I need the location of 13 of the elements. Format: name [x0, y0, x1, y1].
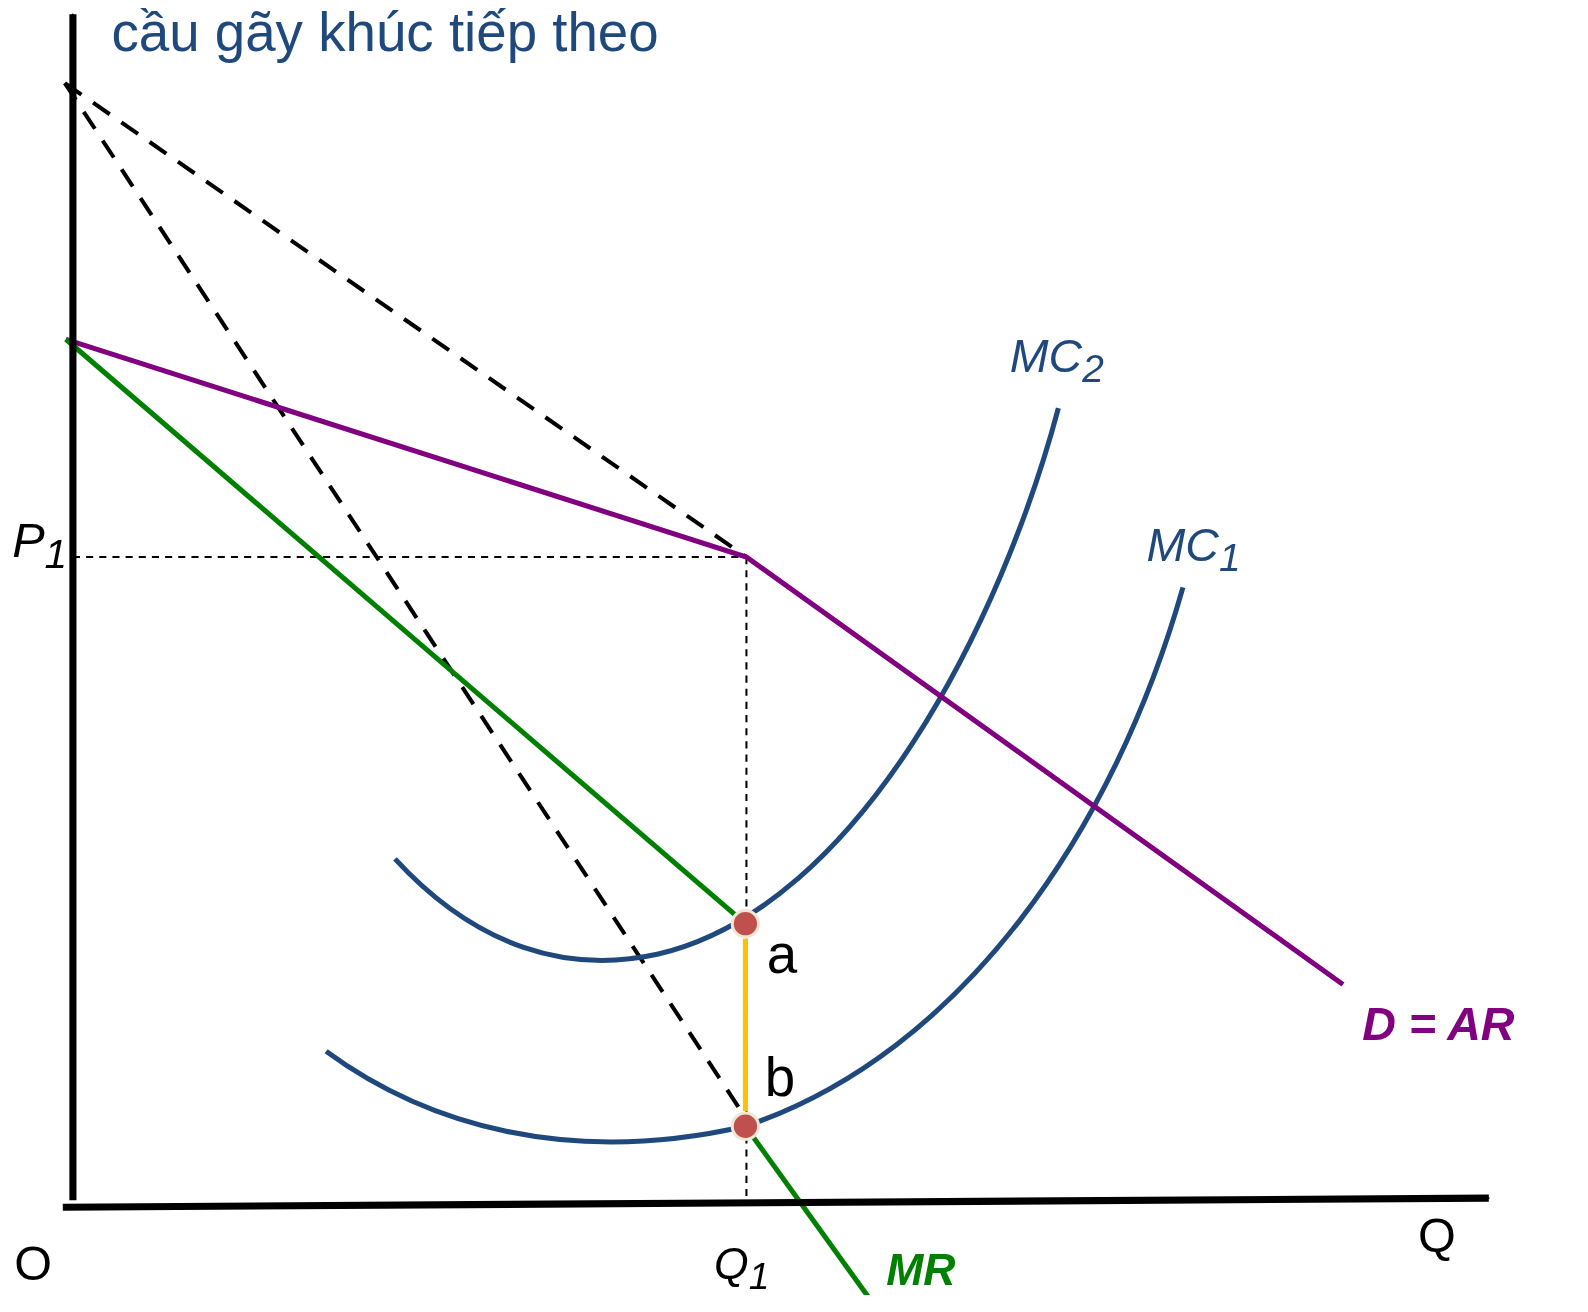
axis-label: Q$_{1}$ — [714, 1237, 770, 1295]
axis-label: Q — [1417, 1211, 1456, 1260]
axis-label: P$_{1}$ — [12, 516, 68, 574]
point-marker — [730, 909, 761, 939]
curve-label: MR — [886, 1243, 956, 1295]
point-label: a — [766, 926, 798, 982]
curve-label: MC$_{2}$ — [1009, 332, 1104, 389]
curve-label: D = AR — [1362, 1000, 1515, 1048]
point-label: b — [764, 1049, 796, 1104]
origin-label: O — [14, 1239, 52, 1289]
connector-line — [742, 938, 748, 1112]
curve-label: MC$_{1}$ — [1146, 521, 1241, 578]
point-marker — [730, 1111, 761, 1141]
